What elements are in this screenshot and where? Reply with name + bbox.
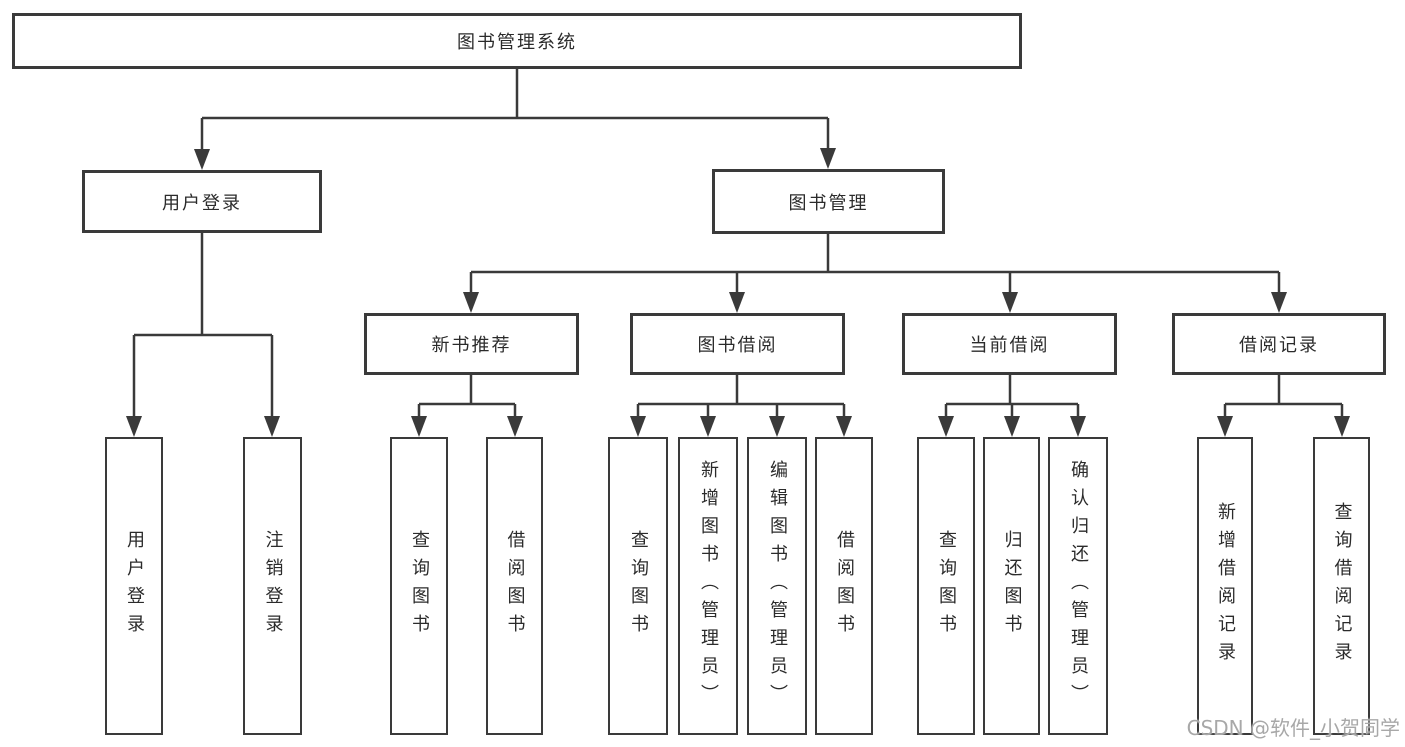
leaf-label: 归还图书 [1001, 530, 1023, 642]
node-book-management: 图书管理 [712, 169, 945, 234]
leaf-add-books-admin: 新增图书（管理员） [678, 437, 738, 735]
leaf-add-borrow-record: 新增借阅记录 [1197, 437, 1253, 735]
node-root-label: 图书管理系统 [457, 32, 577, 53]
node-root: 图书管理系统 [12, 13, 1022, 69]
node-new-book-recommend: 新书推荐 [364, 313, 579, 375]
leaf-current-query-books: 查询图书 [917, 437, 975, 735]
leaf-return-books: 归还图书 [983, 437, 1040, 735]
leaf-recommend-query-books: 查询图书 [390, 437, 448, 735]
leaf-label: 新增图书（管理员） [698, 460, 719, 712]
leaf-label: 查询图书 [936, 530, 957, 642]
node-current-borrow: 当前借阅 [902, 313, 1117, 375]
node-book-management-label: 图书管理 [788, 192, 869, 214]
node-borrow-records: 借阅记录 [1172, 313, 1386, 375]
leaf-recommend-borrow-books: 借阅图书 [486, 437, 543, 735]
leaf-label: 借阅图书 [504, 530, 526, 642]
leaf-label: 注销登录 [262, 530, 284, 642]
leaf-label: 用户登录 [124, 530, 145, 642]
node-current-borrow-label: 当前借阅 [969, 335, 1050, 356]
leaf-user-login: 用户登录 [105, 437, 163, 735]
leaf-label: 编辑图书（管理员） [767, 460, 788, 712]
node-borrow-records-label: 借阅记录 [1239, 335, 1319, 356]
leaf-label: 借阅图书 [834, 530, 855, 642]
leaf-label: 确认归还（管理员） [1068, 460, 1089, 712]
leaf-edit-books-admin: 编辑图书（管理员） [747, 437, 807, 735]
node-user-login-label: 用户登录 [162, 192, 242, 214]
leaf-label: 查询图书 [409, 530, 430, 642]
node-book-borrow-label: 图书借阅 [697, 335, 778, 356]
node-book-borrow: 图书借阅 [630, 313, 845, 375]
leaf-confirm-return-admin: 确认归还（管理员） [1048, 437, 1108, 735]
leaf-query-borrow-record: 查询借阅记录 [1313, 437, 1370, 735]
leaf-label: 查询借阅记录 [1331, 502, 1353, 670]
leaf-label: 查询图书 [628, 530, 649, 642]
leaf-borrow-books: 借阅图书 [815, 437, 873, 735]
leaf-logout: 注销登录 [243, 437, 302, 735]
node-new-book-recommend-label: 新书推荐 [431, 335, 512, 356]
csdn-watermark: CSDN @软件_小贺同学 [1186, 716, 1400, 740]
leaf-borrow-query-books: 查询图书 [608, 437, 668, 735]
leaf-label: 新增借阅记录 [1215, 502, 1236, 670]
node-user-login: 用户登录 [82, 170, 322, 233]
